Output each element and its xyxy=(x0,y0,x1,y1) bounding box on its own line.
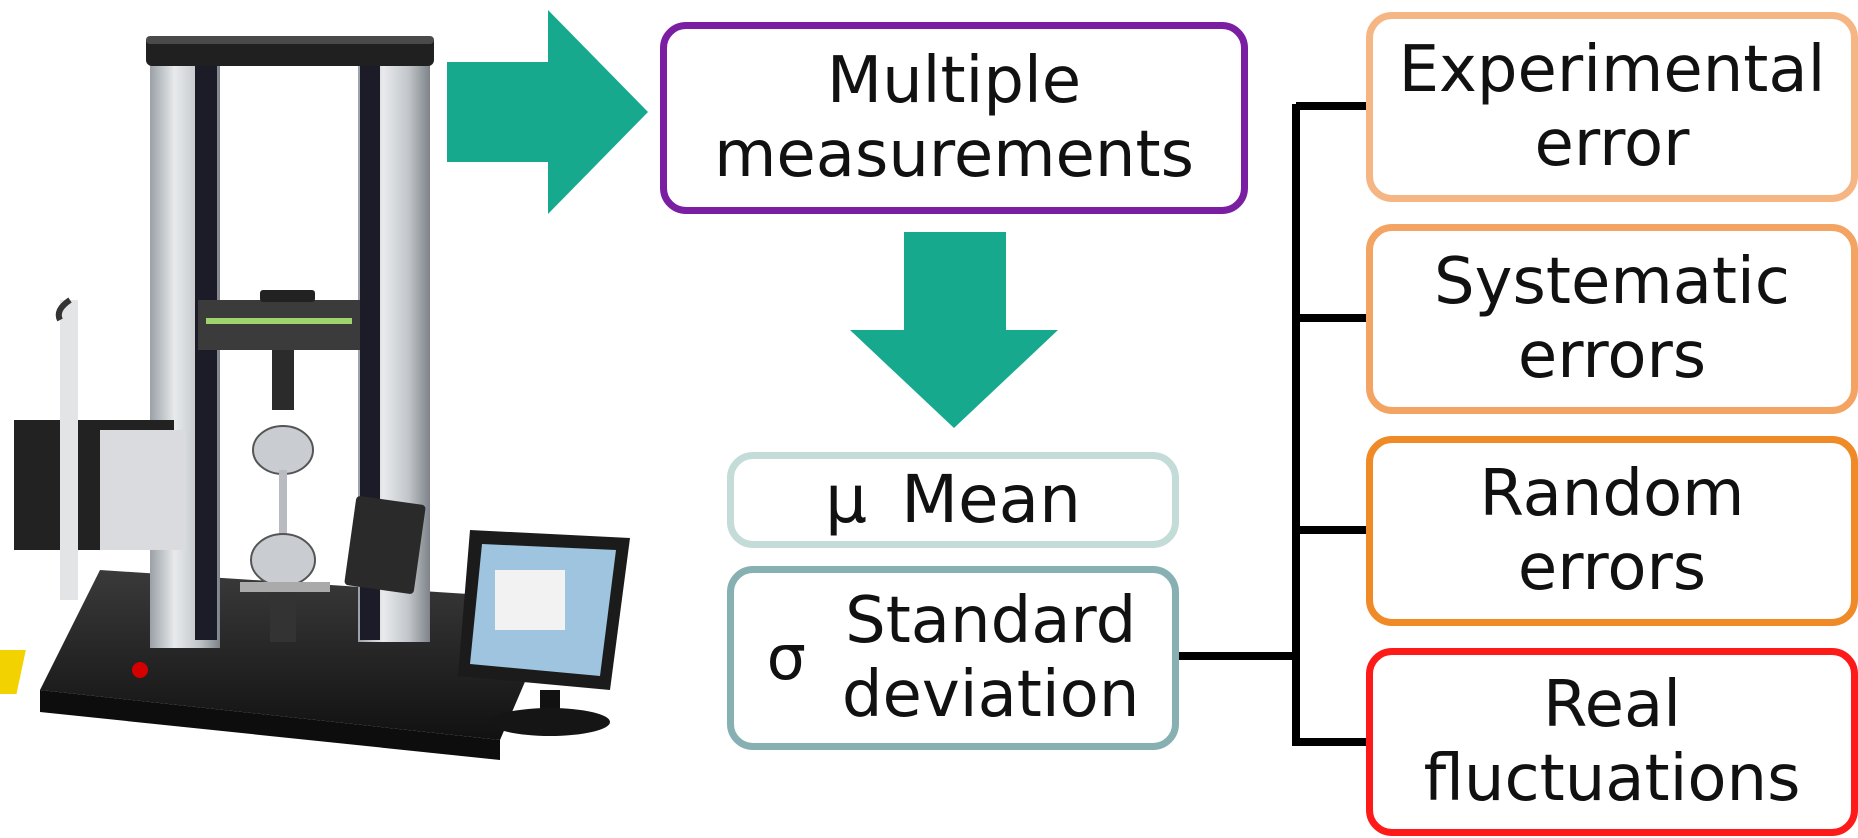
right-arrow-icon xyxy=(447,10,648,214)
std-line1: Standard xyxy=(845,583,1137,658)
random-line1: Random xyxy=(1479,456,1745,531)
random-line2: errors xyxy=(1517,531,1707,605)
systematic-errors-box: Systematic errors xyxy=(1366,224,1858,414)
real-fluctuations-box: Real fluctuations xyxy=(1366,648,1858,836)
multiple-line2: measurements xyxy=(714,118,1194,192)
std-line2: deviation xyxy=(841,658,1140,732)
sigma-symbol: σ xyxy=(766,621,806,695)
down-arrow-icon xyxy=(850,232,1058,428)
experimental-line2: error xyxy=(1534,107,1690,181)
standard-deviation-box: σ Standard deviation xyxy=(727,566,1179,750)
experimental-error-box: Experimental error xyxy=(1366,12,1858,202)
systematic-line2: errors xyxy=(1517,319,1707,393)
mean-box: μ Mean xyxy=(727,452,1179,548)
real-line2: fluctuations xyxy=(1423,742,1801,816)
real-line1: Real xyxy=(1543,667,1681,742)
systematic-line1: Systematic xyxy=(1434,244,1790,319)
bracket-connector xyxy=(1179,102,1366,746)
mu-symbol: μ xyxy=(825,460,868,538)
experimental-line1: Experimental xyxy=(1398,32,1826,107)
random-errors-box: Random errors xyxy=(1366,436,1858,626)
tensile-testing-machine-image xyxy=(0,36,630,760)
multiple-line1: Multiple xyxy=(826,43,1082,118)
multiple-measurements-box: Multiple measurements xyxy=(660,22,1248,214)
mean-label: Mean xyxy=(901,460,1081,538)
